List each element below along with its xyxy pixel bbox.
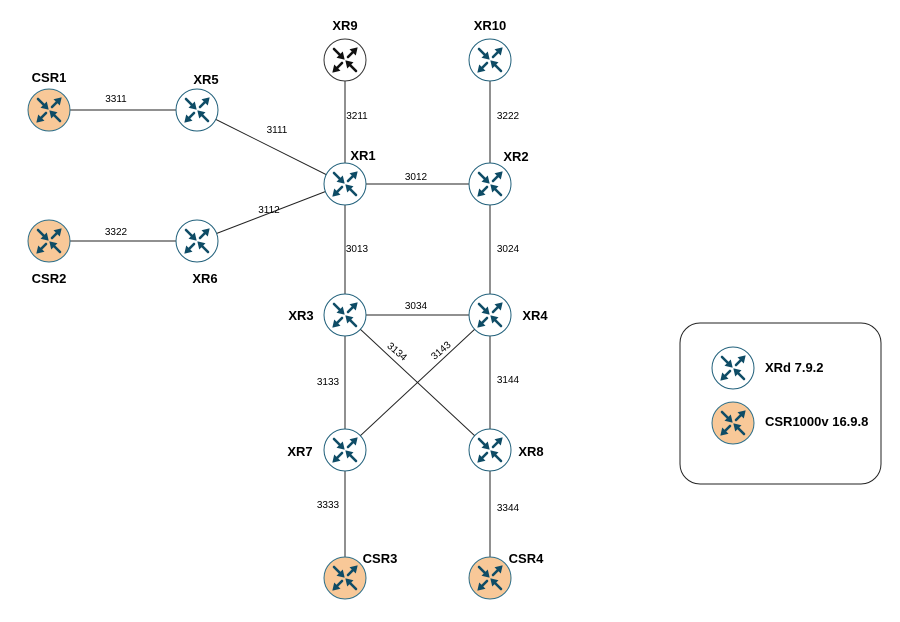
- link-label-3034: 3034: [405, 301, 428, 312]
- router-csr4-label: CSR4: [509, 551, 544, 566]
- legend-csr-label: CSR1000v 16.9.8: [765, 414, 868, 429]
- router-xr1-icon: [323, 162, 367, 206]
- link-xr6-xr1: [196, 183, 346, 242]
- legend-box: [679, 322, 882, 485]
- link-label-3013: 3013: [346, 244, 369, 255]
- router-xr7-icon: [323, 428, 367, 472]
- router-xr10: XR10: [468, 18, 512, 82]
- router-xr10-icon: [468, 38, 512, 82]
- link-label-3133: 3133: [317, 377, 340, 388]
- router-xr3-icon: [323, 293, 367, 337]
- link-label-3143: 3143: [429, 339, 453, 362]
- link-label-3322: 3322: [105, 227, 128, 238]
- router-xr5-label: XR5: [193, 72, 218, 87]
- router-xr7-label: XR7: [287, 444, 312, 459]
- router-csr3-icon: [323, 556, 367, 600]
- router-xr9-label: XR9: [332, 18, 357, 33]
- router-xr7: XR7: [287, 428, 367, 472]
- legend: XRd 7.9.2 CSR1000v 16.9.8: [679, 322, 882, 485]
- router-csr1-label: CSR1: [32, 70, 67, 85]
- legend-csr-icon: [711, 401, 755, 445]
- router-xr8: XR8: [468, 428, 544, 472]
- link-xr5-xr1: [196, 109, 346, 185]
- link-label-3222: 3222: [497, 111, 520, 122]
- link-label-3111: 3111: [267, 125, 288, 136]
- router-csr3: CSR3: [323, 551, 398, 600]
- router-xr6: XR6: [175, 219, 219, 286]
- router-icon: [711, 401, 755, 445]
- link-label-3144: 3144: [497, 375, 520, 386]
- router-xr2: XR2: [468, 149, 529, 206]
- link-label-3344: 3344: [497, 503, 520, 514]
- router-csr4: CSR4: [468, 551, 544, 600]
- router-xr1: XR1: [323, 148, 376, 206]
- router-xr4: XR4: [468, 293, 548, 337]
- router-xr4-label: XR4: [522, 308, 548, 323]
- router-xr8-icon: [468, 428, 512, 472]
- legend-xrd-label: XRd 7.9.2: [765, 360, 824, 375]
- link-label-3024: 3024: [497, 244, 520, 255]
- router-csr1: CSR1: [27, 70, 71, 132]
- router-xr2-icon: [468, 162, 512, 206]
- router-csr2-label: CSR2: [32, 271, 67, 286]
- router-xr1-label: XR1: [350, 148, 375, 163]
- link-label-3333: 3333: [317, 500, 340, 511]
- router-xr2-label: XR2: [503, 149, 528, 164]
- router-xr5-icon: [175, 88, 219, 132]
- router-xr9-icon: [323, 38, 367, 82]
- router-xr10-label: XR10: [474, 18, 507, 33]
- router-xr5: XR5: [175, 72, 219, 132]
- router-xr4-icon: [468, 293, 512, 337]
- link-label-3311: 3311: [105, 94, 127, 105]
- legend-xrd-icon: [711, 346, 755, 390]
- router-xr6-icon: [175, 219, 219, 263]
- links-layer: [49, 60, 491, 578]
- router-xr9: XR9: [323, 18, 367, 82]
- router-csr3-label: CSR3: [363, 551, 398, 566]
- link-label-3211: 3211: [346, 111, 368, 122]
- link-label-3134: 3134: [385, 341, 409, 364]
- router-xr8-label: XR8: [518, 444, 543, 459]
- router-xr3-label: XR3: [288, 308, 313, 323]
- router-csr2-icon: [27, 219, 71, 263]
- link-label-3112: 3112: [258, 205, 280, 216]
- router-xr6-label: XR6: [192, 271, 217, 286]
- router-csr2: CSR2: [27, 219, 71, 286]
- link-label-3012: 3012: [405, 172, 428, 183]
- router-csr1-icon: [27, 88, 71, 132]
- router-csr4-icon: [468, 556, 512, 600]
- router-icon: [711, 346, 755, 390]
- link-xr4-xr7: [344, 314, 491, 451]
- router-xr3: XR3: [288, 293, 367, 337]
